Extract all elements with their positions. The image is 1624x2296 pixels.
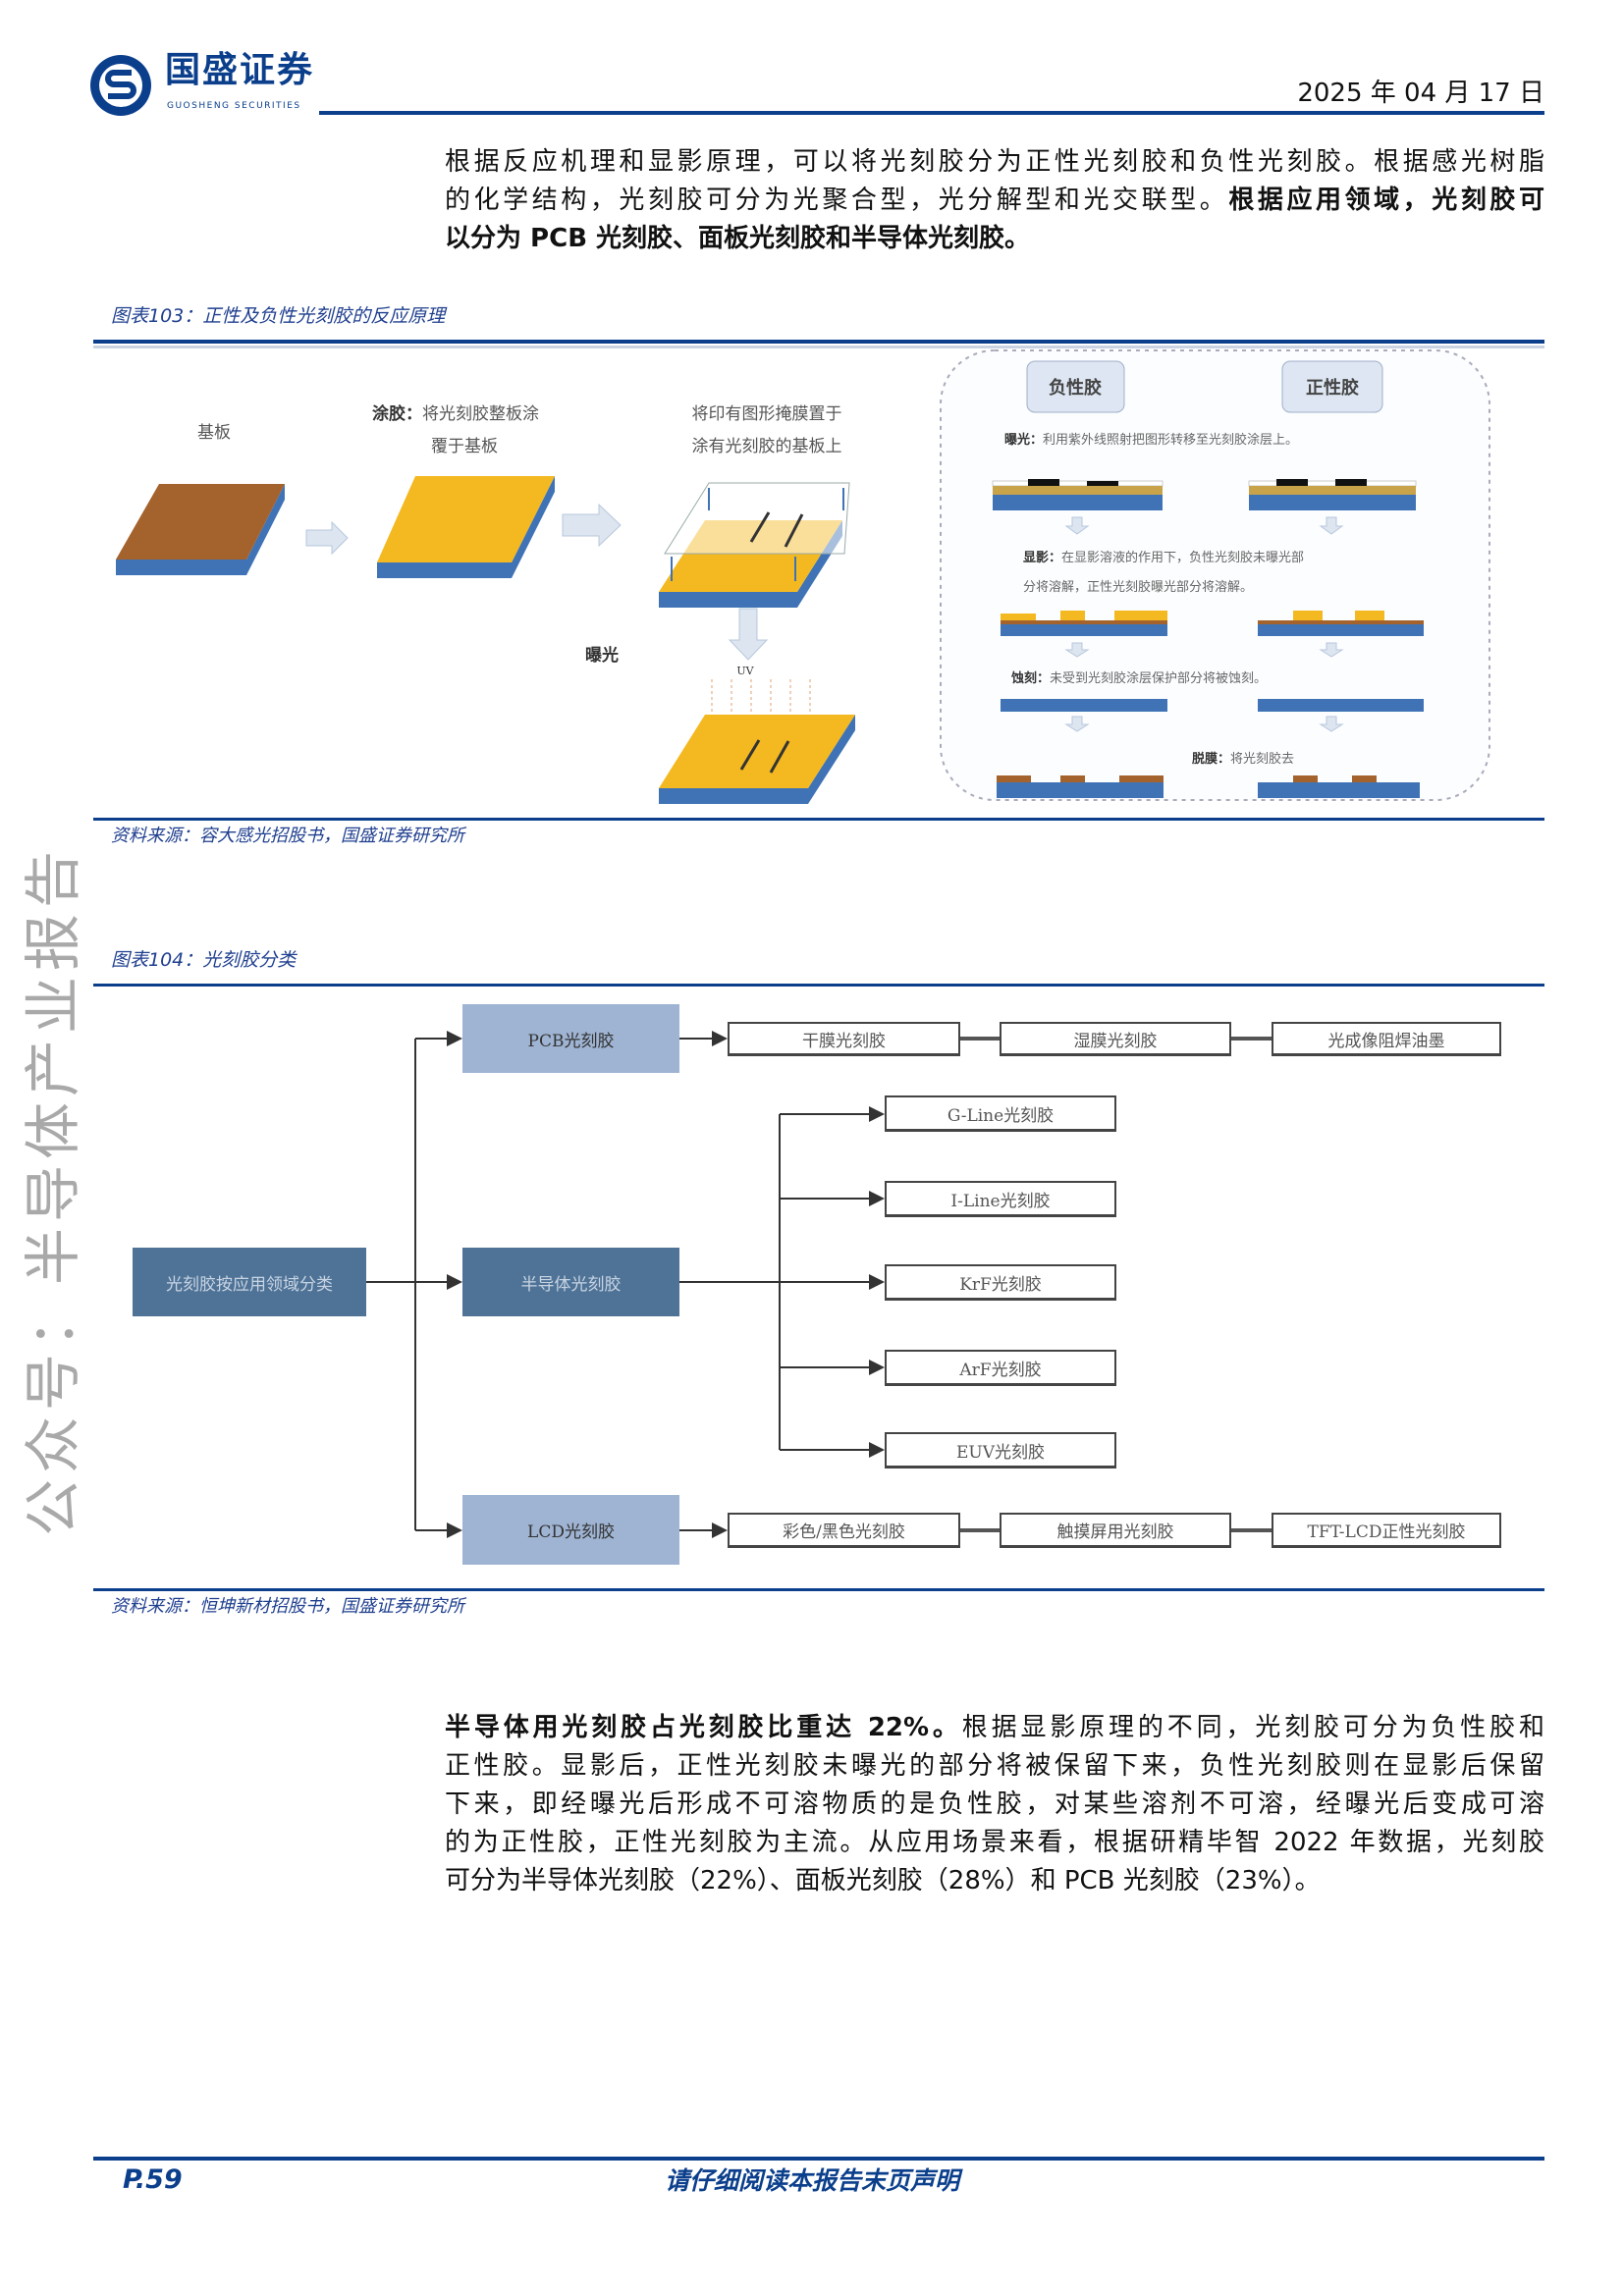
- report-date: 2025 年 04 月 17 日: [1297, 79, 1544, 108]
- step-arrows: [1064, 516, 1344, 732]
- lcd-child-node: TFT-LCD正性光刻胶: [1272, 1513, 1501, 1548]
- lcd-node: LCD光刻胶: [462, 1495, 679, 1565]
- process-panel: [940, 349, 1490, 801]
- masked-board: [659, 482, 850, 608]
- figure-103-source: 资料来源：容大感光招股书，国盛证券研究所: [111, 826, 464, 846]
- paragraph-line: 的为正性胶，正性光刻胶为主流。从应用场景来看，根据研精毕智 2022 年数据，光…: [445, 1824, 1544, 1862]
- bold-text: 以分为 PCB 光刻胶、面板光刻胶和半导体光刻胶。: [445, 224, 1031, 253]
- bold-text: 根据应用领域，光刻胶可: [1228, 186, 1544, 215]
- coat-label: 涂胶：将光刻胶整板涂: [372, 403, 539, 424]
- pcb-child-node: 干膜光刻胶: [728, 1022, 960, 1056]
- header-divider: [319, 111, 1544, 115]
- figure-103-caption: 图表103：正性及负性光刻胶的反应原理: [111, 305, 446, 327]
- logo: [88, 51, 157, 120]
- figure-104-bottom-rule: [93, 1588, 1544, 1591]
- bold-text: 半导体用光刻胶占光刻胶比重达 22%。: [445, 1713, 962, 1742]
- market-share-paragraph: 半导体用光刻胶占光刻胶比重达 22%。根据显影原理的不同，光刻胶可分为负性胶和正…: [445, 1709, 1544, 1900]
- semi-child-node: I-Line光刻胶: [885, 1181, 1116, 1217]
- exposed-board: [659, 715, 855, 804]
- logo-subtitle: GUOSHENG SECURITIES: [167, 101, 301, 111]
- figure-104-caption: 图表104：光刻胶分类: [111, 949, 297, 971]
- text: 根据反应机理和显影原理，可以将光刻胶分为正性光刻胶和负性光刻胶。根据感光树脂: [445, 147, 1544, 177]
- coated-board: [377, 476, 555, 578]
- coat-label-2: 覆于基板: [431, 437, 498, 456]
- expose-label: 曝光: [585, 645, 619, 666]
- figure-103-bottom-rule: [93, 818, 1544, 821]
- paragraph-line: 下来，即经曝光后形成不可溶物质的是负性胶，对某些溶剂不可溶，经曝光后变成可溶: [445, 1786, 1544, 1824]
- lcd-child-node: 彩色/黑色光刻胶: [728, 1513, 960, 1548]
- text: 正性胶。显影后，正性光刻胶未曝光的部分将被保留下来，负性光刻胶则在显影后保留: [445, 1751, 1544, 1781]
- mask-label-2: 涂有光刻胶的基板上: [692, 437, 842, 456]
- logo-text: 国盛证券: [165, 50, 315, 90]
- root-category-node: 光刻胶按应用领域分类: [133, 1248, 366, 1316]
- uv-label: UV: [736, 665, 754, 677]
- etched-substrate-negative: [1001, 699, 1167, 712]
- pcb-node: PCB光刻胶: [462, 1004, 679, 1073]
- exposure-step-text: 曝光：利用紫外线照射把图形转移至光刻胶涂层上。: [1004, 432, 1298, 448]
- paragraph-line: 根据反应机理和显影原理，可以将光刻胶分为正性光刻胶和负性光刻胶。根据感光树脂: [445, 143, 1544, 182]
- logo-icon: [90, 55, 151, 116]
- intro-paragraph: 根据反应机理和显影原理，可以将光刻胶分为正性光刻胶和负性光刻胶。根据感光树脂的化…: [445, 143, 1544, 258]
- disclaimer-note: 请仔细阅读本报告末页声明: [664, 2166, 959, 2195]
- strip-step-text: 脱膜：将光刻胶去: [1192, 751, 1294, 767]
- semiconductor-node: 半导体光刻胶: [462, 1248, 679, 1316]
- pcb-child-node: 光成像阻焊油墨: [1272, 1022, 1501, 1056]
- develop-step-text: 显影：在显影溶液的作用下，负性光刻胶未曝光部: [1023, 550, 1304, 565]
- figure-104-source: 资料来源：恒坤新材招股书，国盛证券研究所: [111, 1596, 464, 1617]
- substrate-label: 基板: [197, 423, 231, 443]
- positive-resist-badge: [1281, 360, 1383, 413]
- page-number: P.59: [123, 2164, 183, 2195]
- develop-step-text-2: 分将溶解，正性光刻胶曝光部分将溶解。: [1023, 579, 1253, 595]
- exposure-diagrams: [992, 479, 1417, 510]
- text: 的化学结构，光刻胶可分为光聚合型，光分解型和光交联型。: [445, 186, 1229, 215]
- arrow-right-icon: [305, 520, 349, 556]
- arrow-right-icon: [562, 503, 622, 548]
- text: 下来，即经曝光后形成不可溶物质的是负性胶，对某些溶剂不可溶，经曝光后变成可溶: [445, 1789, 1544, 1819]
- figure-103-top-rule: [93, 340, 1544, 344]
- footer-divider: [93, 2157, 1544, 2161]
- semi-child-node: KrF光刻胶: [885, 1264, 1116, 1301]
- etched-substrate-positive: [1258, 699, 1424, 712]
- substrate-board: [116, 484, 285, 575]
- text: 可分为半导体光刻胶（22%）、面板光刻胶（28%）和 PCB 光刻胶（23%）。: [445, 1866, 1321, 1896]
- semi-child-node: EUV光刻胶: [885, 1432, 1116, 1468]
- paragraph-line: 可分为半导体光刻胶（22%）、面板光刻胶（28%）和 PCB 光刻胶（23%）。: [445, 1862, 1544, 1900]
- arrow-down-icon: [728, 608, 769, 661]
- pcb-child-node: 湿膜光刻胶: [1000, 1022, 1231, 1056]
- positive-label: 正性胶: [1306, 377, 1359, 399]
- negative-resist-badge: [1026, 360, 1125, 413]
- flowchart-connectors: [366, 1031, 1272, 1538]
- develop-diagrams: [1001, 611, 1424, 636]
- semi-child-node: G-Line光刻胶: [885, 1095, 1116, 1132]
- semi-child-node: ArF光刻胶: [885, 1350, 1116, 1386]
- etch-step-text: 蚀刻：未受到光刻胶涂层保护部分将被蚀刻。: [1010, 670, 1267, 686]
- lcd-child-node: 触摸屏用光刻胶: [1000, 1513, 1231, 1548]
- text: 根据显影原理的不同，光刻胶可分为负性胶和: [961, 1713, 1544, 1742]
- figure-104-top-rule: [93, 984, 1544, 987]
- strip-diagrams: [997, 775, 1420, 798]
- mask-label-1: 将印有图形掩膜置于: [692, 404, 842, 424]
- paragraph-line: 以分为 PCB 光刻胶、面板光刻胶和半导体光刻胶。: [445, 220, 1544, 258]
- figure-103-diagram: 基板 涂胶：将光刻胶整板涂 覆于基板 将印有图形掩膜置于 涂有光刻胶的基板上 曝…: [93, 346, 1544, 817]
- text: 的为正性胶，正性光刻胶为主流。从应用场景来看，根据研精毕智 2022 年数据，光…: [445, 1828, 1544, 1857]
- watermark: 公众号：半导体产业报告: [20, 844, 86, 1536]
- paragraph-line: 的化学结构，光刻胶可分为光聚合型，光分解型和光交联型。根据应用领域，光刻胶可: [445, 182, 1544, 220]
- paragraph-line: 半导体用光刻胶占光刻胶比重达 22%。根据显影原理的不同，光刻胶可分为负性胶和: [445, 1709, 1544, 1747]
- negative-label: 负性胶: [1049, 377, 1102, 399]
- paragraph-line: 正性胶。显影后，正性光刻胶未曝光的部分将被保留下来，负性光刻胶则在显影后保留: [445, 1747, 1544, 1786]
